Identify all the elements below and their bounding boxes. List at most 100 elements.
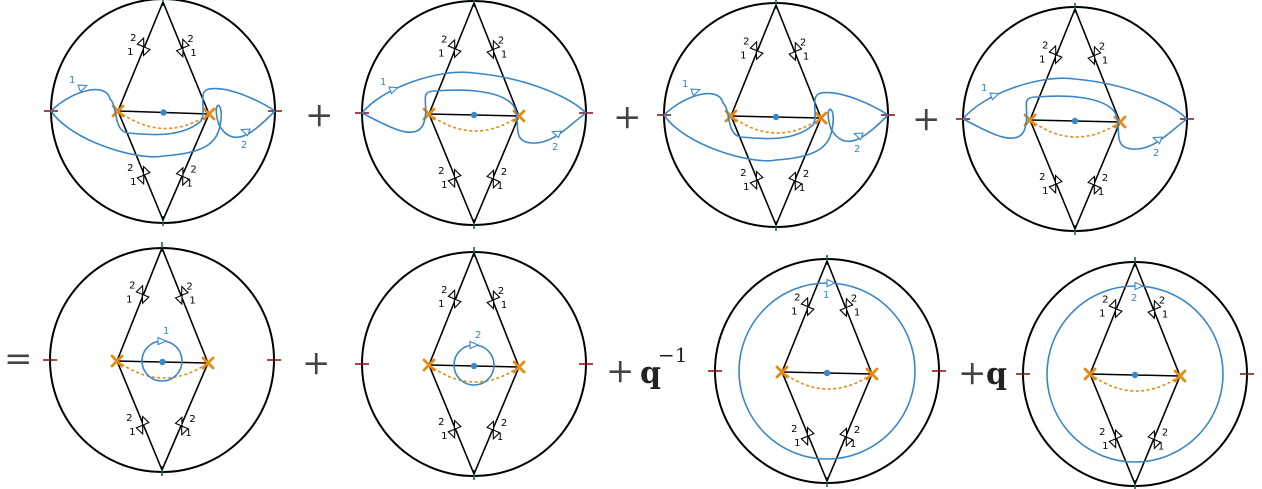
spectral-wall-1	[117, 1, 164, 112]
wall-arrow-ul-2	[447, 289, 456, 300]
wall-arrow-ul-1	[141, 293, 150, 305]
spectral-wall-4	[161, 362, 209, 471]
wall-label-2: 2	[438, 417, 444, 428]
wall-arrow-ul-1	[1114, 307, 1123, 319]
center-dot	[772, 113, 780, 121]
blue-label-2: 2	[854, 144, 860, 155]
wall-arrow-lr-1	[181, 425, 190, 436]
wall-arrow-ul-1	[755, 49, 764, 61]
center-dot	[1131, 371, 1139, 379]
center-dot	[159, 358, 166, 366]
wall-arrow-lr-1	[1093, 184, 1102, 196]
spectral-wall-3	[781, 371, 828, 482]
wall-label-2: 2	[1159, 295, 1165, 306]
blue-arrow	[1134, 281, 1145, 291]
branch-point-right	[202, 107, 216, 121]
spectral-wall-1	[1089, 262, 1136, 375]
wall-label-1: 1	[791, 307, 797, 318]
spectral-wall-4	[473, 115, 520, 224]
dashed-cut	[1089, 373, 1181, 392]
spectral-wall-2	[1074, 8, 1121, 123]
wall-arrow-ur-2	[794, 41, 803, 53]
blue-path-upper	[361, 71, 587, 114]
operator-plus-2: +	[613, 97, 642, 137]
wall-arrow-ur-1	[486, 299, 495, 310]
wall-arrow-ll-1	[447, 177, 456, 189]
dashed-cut	[730, 115, 822, 134]
blue-label-1: 1	[981, 83, 987, 94]
spectral-wall-1	[1029, 8, 1076, 121]
wall-arrow-ur-1	[175, 47, 184, 59]
wall-label-2: 2	[803, 169, 809, 180]
wall-label-2: 2	[1099, 41, 1105, 52]
wall-arrow-ul-1	[806, 305, 815, 317]
spectral-wall-3	[116, 360, 163, 471]
wall-arrow-ll-2	[1054, 174, 1063, 186]
wall-label-2: 2	[1042, 41, 1048, 52]
operator-equals: =	[4, 339, 33, 379]
wall-arrow-lr-2	[788, 171, 797, 182]
wall-label-1: 1	[1102, 441, 1108, 452]
operators: + + + = + + q −1 + q	[4, 95, 1007, 393]
wall-label-1: 1	[130, 177, 136, 188]
blue-label: 2	[475, 330, 481, 341]
wall-label-1: 1	[501, 300, 507, 311]
blue-arrow	[469, 340, 480, 350]
wall-arrow-lr-1	[182, 175, 191, 187]
dashed-cut	[428, 113, 520, 132]
spectral-wall-4	[1134, 375, 1181, 485]
wall-label-1: 1	[1162, 309, 1168, 320]
wall-label-2: 2	[794, 293, 800, 304]
wall-arrow-ul-1	[1054, 53, 1063, 65]
wall-arrow-ur-1	[839, 306, 848, 318]
operator-plus-1: +	[305, 95, 334, 135]
spectral-wall-3	[1029, 119, 1076, 230]
blue-arrow-1	[690, 88, 702, 97]
wall-arrow-ll-2	[1114, 428, 1123, 440]
spectral-wall-1	[730, 4, 777, 117]
wall-arrow-lr-2	[839, 427, 848, 438]
center-dot	[470, 362, 478, 370]
wall-label-2: 2	[127, 163, 133, 174]
blue-path-upper	[962, 77, 1188, 120]
wall-arrow-ul-2	[447, 38, 456, 50]
spectral-wall-4	[473, 366, 520, 475]
wall-label-1: 1	[501, 49, 507, 60]
wall-arrow-ll-1	[749, 179, 758, 191]
operator-plus-4: +	[302, 343, 331, 383]
wall-label-2: 2	[1102, 173, 1108, 184]
blue-label: 2	[1131, 293, 1137, 304]
wall-label-2: 2	[441, 285, 447, 296]
spectral-wall-3	[1089, 373, 1136, 485]
wall-arrow-lr-2	[1087, 175, 1096, 186]
wall-label-2: 2	[501, 167, 507, 178]
wall-arrow-ur-2	[182, 38, 191, 49]
spectral-wall-4	[826, 373, 873, 482]
wall-label-1: 1	[1102, 55, 1108, 66]
blue-arrow-2	[239, 128, 251, 137]
wall-arrow-ll-2	[141, 415, 150, 427]
spectral-wall-3	[428, 113, 475, 224]
spectral-wall-2	[826, 260, 873, 375]
wall-arrow-ll-1	[135, 424, 144, 436]
wall-label-2: 2	[740, 168, 746, 179]
spectral-wall-3	[117, 110, 164, 221]
wall-label-1: 1	[127, 47, 133, 58]
wall-label-2: 2	[187, 34, 193, 45]
wall-arrow-ur-1	[788, 50, 797, 62]
branch-point-left	[422, 358, 436, 372]
spectral-wall-4	[162, 113, 210, 221]
wall-label-1: 1	[1098, 187, 1104, 198]
wall-arrow-ll-1	[1048, 183, 1057, 195]
wall-label-2: 2	[791, 424, 797, 435]
wall-label-2: 2	[1039, 172, 1045, 183]
branch-point-right	[512, 360, 526, 374]
wall-label-2: 2	[854, 425, 860, 436]
wall-arrow-ur-1	[174, 294, 183, 306]
wall-arrow-ul-2	[749, 40, 758, 52]
